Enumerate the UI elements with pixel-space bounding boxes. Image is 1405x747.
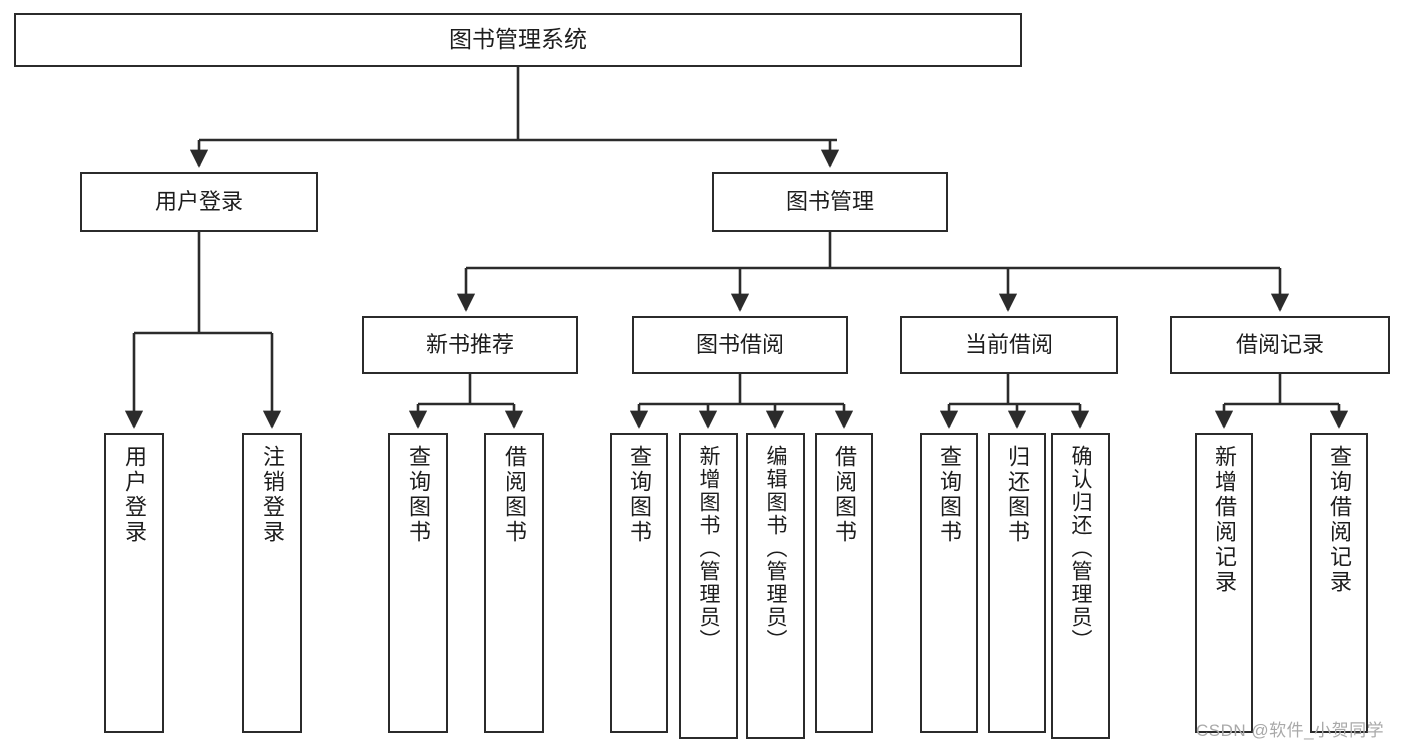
node-leaf-logout-label: 注销登录 [260, 445, 285, 545]
node-leaf-query-book-borrow-label: 查询图书 [627, 445, 652, 545]
node-leaf-query-borrow-record-label: 查询借阅记录 [1327, 445, 1352, 595]
node-user-login-label: 用户登录 [154, 189, 243, 215]
watermark-label: CSDN @软件_小贺同学 [1196, 721, 1385, 740]
node-book-management[interactable]: 图书管理 [712, 172, 948, 232]
node-leaf-query-book-rec[interactable]: 查询图书 [388, 433, 448, 733]
node-borrow-record[interactable]: 借阅记录 [1170, 316, 1390, 374]
node-book-borrow[interactable]: 图书借阅 [632, 316, 848, 374]
node-root[interactable]: 图书管理系统 [14, 13, 1022, 67]
node-book-borrow-label: 图书借阅 [695, 332, 784, 358]
node-leaf-user-login[interactable]: 用户登录 [104, 433, 164, 733]
node-root-label: 图书管理系统 [449, 26, 587, 53]
node-leaf-confirm-return-admin[interactable]: 确认归还（管理员） [1051, 433, 1110, 739]
node-leaf-add-borrow-record[interactable]: 新增借阅记录 [1195, 433, 1253, 733]
node-leaf-add-book-admin[interactable]: 新增图书（管理员） [679, 433, 738, 739]
node-leaf-query-book-borrow[interactable]: 查询图书 [610, 433, 668, 733]
node-leaf-return-book-label: 归还图书 [1005, 445, 1030, 545]
node-leaf-return-book[interactable]: 归还图书 [988, 433, 1046, 733]
node-leaf-borrow-book-rec-label: 借阅图书 [502, 445, 527, 545]
node-new-book-recommend[interactable]: 新书推荐 [362, 316, 578, 374]
node-book-management-label: 图书管理 [785, 189, 874, 215]
node-leaf-borrow-book-rec[interactable]: 借阅图书 [484, 433, 544, 733]
node-leaf-add-book-admin-label: 新增图书（管理员） [697, 445, 720, 652]
node-leaf-borrow-book[interactable]: 借阅图书 [815, 433, 873, 733]
node-leaf-logout[interactable]: 注销登录 [242, 433, 302, 733]
node-leaf-edit-book-admin-label: 编辑图书（管理员） [764, 445, 787, 652]
node-leaf-confirm-return-admin-label: 确认归还（管理员） [1069, 445, 1092, 652]
node-leaf-borrow-book-label: 借阅图书 [832, 445, 857, 545]
node-new-book-recommend-label: 新书推荐 [425, 332, 514, 358]
node-leaf-user-login-label: 用户登录 [122, 445, 147, 545]
node-leaf-query-borrow-record[interactable]: 查询借阅记录 [1310, 433, 1368, 733]
node-current-borrow[interactable]: 当前借阅 [900, 316, 1118, 374]
node-leaf-add-borrow-record-label: 新增借阅记录 [1212, 445, 1237, 595]
node-leaf-query-book-rec-label: 查询图书 [406, 445, 431, 545]
node-current-borrow-label: 当前借阅 [964, 332, 1053, 358]
node-leaf-query-book-current[interactable]: 查询图书 [920, 433, 978, 733]
node-user-login[interactable]: 用户登录 [80, 172, 318, 232]
node-leaf-edit-book-admin[interactable]: 编辑图书（管理员） [746, 433, 805, 739]
node-borrow-record-label: 借阅记录 [1235, 332, 1324, 358]
node-leaf-query-book-current-label: 查询图书 [937, 445, 962, 545]
